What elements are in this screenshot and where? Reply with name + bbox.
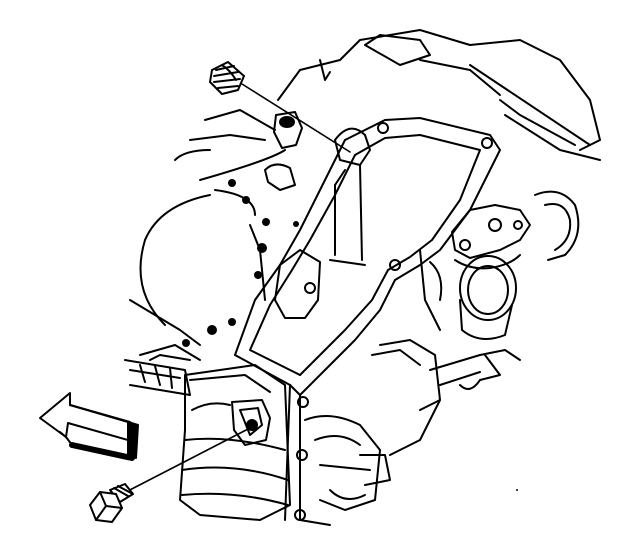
lower-right-ribs — [371, 339, 521, 456]
drain-plug-bolt — [89, 427, 251, 523]
bolt-leader-line — [121, 427, 251, 495]
front-cover-flange — [234, 117, 501, 396]
lower-left-cap — [179, 364, 291, 521]
speck — [516, 489, 518, 491]
lower-center-housing — [284, 384, 391, 526]
hex-bolt-icon — [89, 483, 134, 523]
threaded-plug-icon — [209, 61, 245, 95]
engine-block-rear-outline — [277, 29, 601, 161]
flange-bolt-holes — [294, 122, 493, 521]
upper-sensor-boss — [264, 111, 303, 191]
oil-pump-boss — [419, 204, 531, 340]
right-bore-ring — [534, 190, 580, 261]
threaded-plug — [209, 61, 351, 153]
left-block-face — [129, 109, 286, 361]
left-face-bolt-holes — [182, 179, 299, 347]
rear-crank-flange — [124, 354, 191, 396]
arrow-left-icon — [39, 392, 139, 461]
plug-leader-line — [241, 83, 351, 153]
